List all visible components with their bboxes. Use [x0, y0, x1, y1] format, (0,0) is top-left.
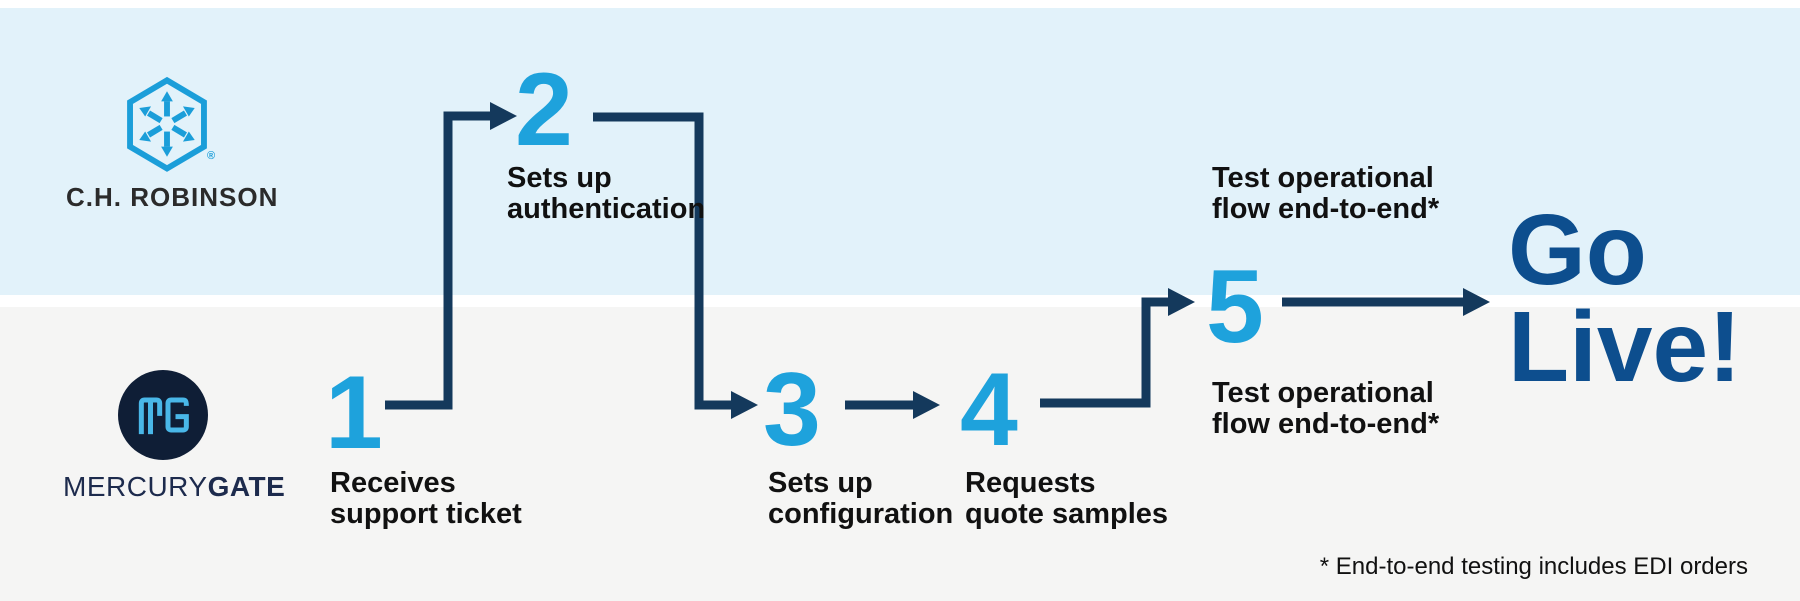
- step-4-label-line2: quote samples: [965, 498, 1169, 530]
- mercurygate-lane-background: [0, 307, 1800, 601]
- step-1-label: Receives support ticket: [330, 468, 522, 530]
- step-1-label-line1: Receives: [330, 467, 456, 499]
- chrobinson-registered-mark: ®: [207, 150, 216, 162]
- step-2-label-line1: Sets up: [507, 162, 612, 194]
- step-5-label-top-line1: Test operational: [1212, 162, 1434, 194]
- step-4-label-line1: Requests: [965, 467, 1096, 499]
- mercurygate-circle-logo-icon: [118, 370, 208, 460]
- go-live-line2: Live!: [1508, 291, 1742, 403]
- mercurygate-wordmark-mercury: MERCURY: [63, 471, 208, 502]
- step-5-label-top: Test operational flow end-to-end*: [1212, 163, 1439, 225]
- step-5-number: 5: [1206, 249, 1264, 365]
- mercurygate-wordmark: MERCURYGATE: [63, 471, 285, 503]
- step-3-label: Sets up configuration: [768, 468, 953, 530]
- go-live-title: Go Live!: [1508, 194, 1742, 403]
- go-live-line1: Go: [1508, 194, 1647, 306]
- step-3-number: 3: [763, 352, 821, 468]
- step-4-number: 4: [960, 352, 1018, 468]
- step-2-label-line2: authentication: [507, 193, 706, 225]
- step-5-label-top-line2: flow end-to-end*: [1212, 193, 1440, 225]
- chrobinson-lane-background: [0, 8, 1800, 295]
- chrobinson-hexagon-logo-icon: [127, 76, 207, 172]
- connector-step1-step2: [385, 111, 492, 410]
- mercurygate-mg-monogram-icon: [138, 397, 189, 435]
- arrowhead-into-golive-icon: [1463, 288, 1490, 316]
- arrowhead-into-step3-icon: [731, 391, 758, 419]
- step-5-label-bottom-line2: flow end-to-end*: [1212, 408, 1440, 440]
- mercurygate-wordmark-gate: GATE: [207, 471, 286, 502]
- arrowhead-into-step4-icon: [913, 391, 940, 419]
- connector-step4-step5: [1040, 297, 1170, 408]
- footnote: * End-to-end testing includes EDI orders: [1319, 553, 1748, 580]
- step-3-label-line1: Sets up: [768, 467, 873, 499]
- step-3-label-line2: configuration: [768, 498, 954, 530]
- step-2-label: Sets up authentication: [507, 163, 705, 225]
- step-5-label-bottom: Test operational flow end-to-end*: [1212, 378, 1439, 440]
- arrowhead-into-step2-icon: [490, 102, 517, 130]
- step-5-label-bottom-line1: Test operational: [1212, 377, 1434, 409]
- step-4-label: Requests quote samples: [965, 468, 1168, 530]
- arrowhead-into-step5-icon: [1168, 288, 1195, 316]
- step-2-number: 2: [515, 52, 573, 168]
- chrobinson-wordmark: C.H. ROBINSON: [66, 182, 279, 212]
- connector-step2-step3: [593, 112, 733, 410]
- step-1-label-line2: support ticket: [330, 498, 522, 530]
- step-1-number: 1: [325, 355, 383, 471]
